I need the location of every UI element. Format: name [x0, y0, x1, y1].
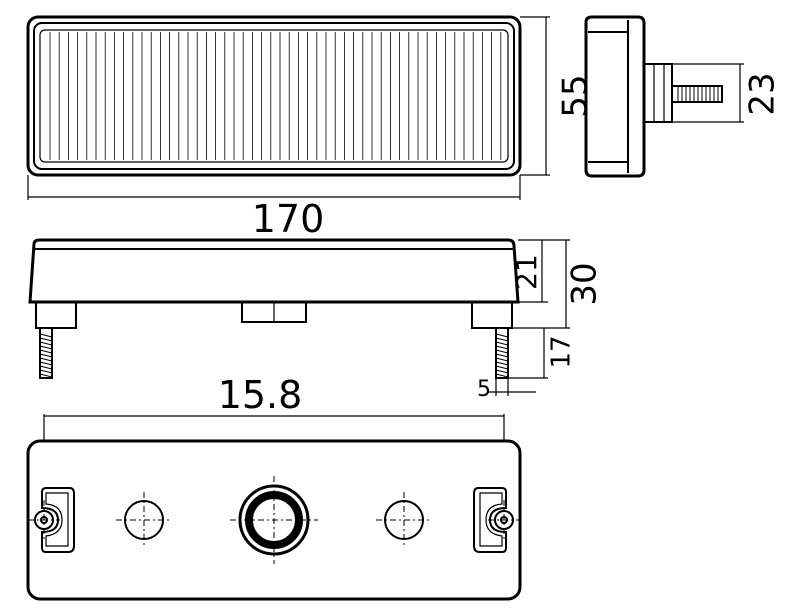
hatch-line [495, 353, 509, 358]
lens-ribs [49, 32, 502, 160]
left-foot [35, 301, 77, 329]
lens-panel [39, 29, 509, 163]
side-mount-boss [643, 63, 673, 123]
hatch-line [495, 337, 509, 342]
hatch-line [495, 373, 509, 378]
hatch-line [495, 345, 509, 350]
hatch-line [495, 341, 509, 346]
hatch-line [495, 357, 509, 362]
hatch-line [495, 369, 509, 374]
hatch-line [39, 341, 53, 346]
dim-spacing-15-8: 15.8 [218, 373, 303, 417]
right-foot [471, 301, 513, 329]
hatch-line [39, 337, 53, 342]
hatch-line [39, 361, 53, 366]
side-housing [584, 15, 646, 178]
dim-side-30: 30 [565, 262, 605, 305]
stud-threads [39, 333, 509, 378]
front-inner-rim [33, 22, 515, 170]
front-view: 55 170 [26, 15, 596, 241]
hatch-line [39, 365, 53, 370]
dim-stud-17: 17 [547, 335, 577, 368]
hatch-line [495, 349, 509, 354]
hatch-line [39, 333, 53, 338]
hatch-line [39, 353, 53, 358]
stud-thread [677, 86, 719, 102]
dim-side-21: 21 [510, 254, 543, 290]
hatch-line [39, 349, 53, 354]
hatch-line [39, 345, 53, 350]
hatch-line [495, 361, 509, 366]
hatch-line [39, 357, 53, 362]
bottom-view: 15.8 [26, 373, 522, 601]
dim-height-55: 55 [556, 74, 596, 117]
front-outer-housing [26, 15, 522, 177]
dim-stud-5: 5 [477, 377, 491, 402]
side-view: 23 [584, 15, 783, 178]
elevation-body [28, 238, 520, 304]
side-stud [671, 85, 723, 103]
hatch-line [39, 369, 53, 374]
elevation-view: 21 30 17 5 [28, 238, 605, 402]
hatch-line [39, 373, 53, 378]
hatch-line [495, 333, 509, 338]
hatch-line [495, 365, 509, 370]
dim-length-170: 170 [252, 197, 325, 241]
dim-stud-23: 23 [743, 72, 783, 115]
